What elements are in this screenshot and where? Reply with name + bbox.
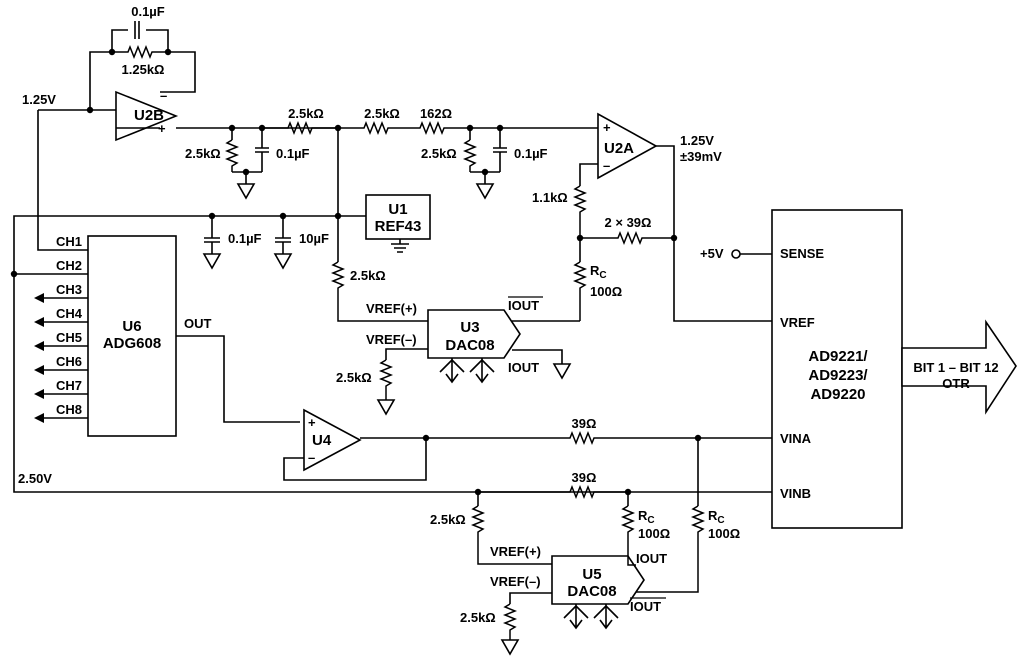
u2a-label: U2A xyxy=(604,140,634,157)
rc2-value-label: 100Ω xyxy=(638,526,670,541)
dac08-u5-label: DAC08 xyxy=(567,583,616,600)
bus-bits-label: BIT 1 – BIT 12 xyxy=(913,360,998,375)
iout-u3-label: IOUT xyxy=(508,360,539,375)
shunt-resistor-2-label: 2.5kΩ xyxy=(421,146,457,161)
ch7-label: CH7 xyxy=(56,378,82,393)
resistor-u5-minus-label: 2.5kΩ xyxy=(460,610,496,625)
resistor-25k-b-label: 2.5kΩ xyxy=(364,106,400,121)
resistor-25k-a-label: 2.5kΩ xyxy=(288,106,324,121)
u2b-plus: + xyxy=(158,121,166,136)
opamp-u4: U4 + – 39Ω xyxy=(283,408,772,481)
shunt-resistor-1-label: 2.5kΩ xyxy=(185,146,221,161)
resistor-162-label: 162Ω xyxy=(420,106,452,121)
u3-label: U3 xyxy=(460,319,479,336)
shunt-capacitor-2-label: 0.1µF xyxy=(514,146,548,161)
resistor-11k-label: 1.1kΩ xyxy=(532,190,568,205)
resistor-2x39-label: 2 × 39Ω xyxy=(605,215,652,230)
reference-250v-line: 0.1µF 10µF 2.50V xyxy=(10,212,772,493)
top-filter-chain: 2.5kΩ 0.1µF 2.5kΩ 2.5kΩ 162Ω 2.5kΩ 0.1µF xyxy=(185,106,598,200)
resistor-u5-label: 2.5kΩ xyxy=(430,512,466,527)
opamp-u2a: U2A + – 1.1kΩ 2 × 39Ω 1.25V ±39mV RC 100… xyxy=(532,112,772,322)
sense-pin-label: SENSE xyxy=(780,246,824,261)
dac08-u5: 2.5kΩ U5 DAC08 VREF(+) VREF(–) 2.5kΩ RC … xyxy=(430,438,740,656)
u2a-minus: – xyxy=(603,158,610,173)
output-voltage-label: 1.25V xyxy=(680,133,714,148)
rc3-value-label: 100Ω xyxy=(708,526,740,541)
adc-part-3: AD9220 xyxy=(810,386,865,403)
ch1-label: CH1 xyxy=(56,234,82,249)
mux-adg608: U6 ADG608 CH1 CH2 CH3 CH4 CH5 CH6 CH7 CH… xyxy=(34,234,300,437)
ref43-reference: U1 REF43 xyxy=(334,128,431,253)
ch4-label: CH4 xyxy=(56,306,83,321)
resistor-u3-minus-label: 2.5kΩ xyxy=(336,370,372,385)
adc-block: SENSE VREF VINA VINB AD9221/ AD9223/ AD9… xyxy=(700,209,903,529)
output-bus-arrow: BIT 1 – BIT 12 OTR xyxy=(901,319,1017,415)
u4-plus: + xyxy=(308,415,316,430)
ch8-label: CH8 xyxy=(56,402,82,417)
ch2-label: CH2 xyxy=(56,258,82,273)
dac08-u3-label: DAC08 xyxy=(445,337,494,354)
resistor-39b-label: 39Ω xyxy=(572,470,597,485)
vref-plus-u3-label: VREF(+) xyxy=(366,301,417,316)
vina-pin-label: VINA xyxy=(780,431,812,446)
ch5-label: CH5 xyxy=(56,330,82,345)
feedback-resistor-label: 1.25kΩ xyxy=(122,62,165,77)
u6-label: U6 xyxy=(122,318,141,335)
capacitor-01-label: 0.1µF xyxy=(228,231,262,246)
ch6-label: CH6 xyxy=(56,354,82,369)
rc1-value-label: 100Ω xyxy=(590,284,622,299)
vref-plus-u5-label: VREF(+) xyxy=(490,544,541,559)
resistor-39a-label: 39Ω xyxy=(572,416,597,431)
u2a-plus: + xyxy=(603,120,611,135)
u2b-label: U2B xyxy=(134,107,164,124)
u5-label: U5 xyxy=(582,566,601,583)
rc1-label: RC xyxy=(590,263,607,281)
opamp-u2b: U2B – + xyxy=(116,88,338,142)
capacitor-10-label: 10µF xyxy=(299,231,329,246)
vref-minus-u5-label: VREF(–) xyxy=(490,574,541,589)
adc-part-2: AD9223/ xyxy=(808,367,868,384)
plus5v-label: +5V xyxy=(700,246,724,261)
dac08-u3: 2.5kΩ U3 DAC08 VREF(+) VREF(–) 2.5kΩ IOU… xyxy=(330,216,580,416)
iout-bar-u5-label: IOUT xyxy=(630,599,661,614)
u1-label: U1 xyxy=(388,201,407,218)
ref43-label: REF43 xyxy=(375,218,422,235)
output-tolerance-label: ±39mV xyxy=(680,149,722,164)
reference-125v-line: 1.25V xyxy=(22,92,116,251)
shunt-capacitor-1-label: 0.1µF xyxy=(276,146,310,161)
voltage-250v-label: 2.50V xyxy=(18,471,52,486)
vinb-pin-label: VINB xyxy=(780,486,811,501)
bus-otr-label: OTR xyxy=(942,376,970,391)
iout-u5-label: IOUT xyxy=(636,551,667,566)
vinb-network: 39Ω xyxy=(474,470,632,500)
adc-part-1: AD9221/ xyxy=(808,348,868,365)
iout-bar-u3-label: IOUT xyxy=(508,298,539,313)
adg608-label: ADG608 xyxy=(103,335,161,352)
resistor-u3-label: 2.5kΩ xyxy=(350,268,386,283)
ch3-label: CH3 xyxy=(56,282,82,297)
rc2-label: RC xyxy=(638,508,655,526)
vref-minus-u3-label: VREF(–) xyxy=(366,332,417,347)
vref-pin-label: VREF xyxy=(780,315,815,330)
voltage-125v-label: 1.25V xyxy=(22,92,56,107)
u4-label: U4 xyxy=(312,432,332,449)
u2b-feedback-network: 0.1µF 1.25kΩ xyxy=(89,4,196,110)
u4-minus: – xyxy=(308,450,315,465)
feedback-capacitor-label: 0.1µF xyxy=(131,4,165,19)
out-label: OUT xyxy=(184,316,212,331)
rc3-label: RC xyxy=(708,508,725,526)
u2b-minus: – xyxy=(160,88,167,103)
